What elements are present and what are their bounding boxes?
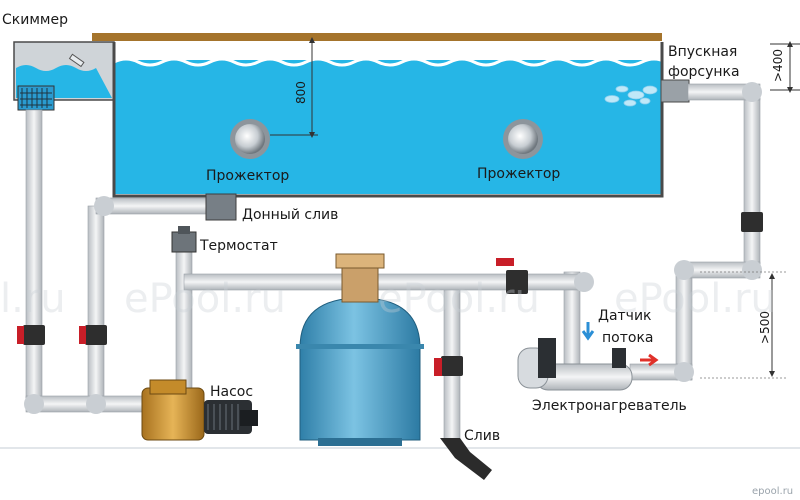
projector-left-label: Прожектор	[206, 168, 289, 184]
return-pipe-upper	[743, 91, 761, 273]
valve-drain	[79, 326, 86, 344]
pool-water	[114, 60, 662, 194]
heater-height-dimension: >500	[700, 271, 788, 379]
depth-dimension: 800	[270, 37, 318, 138]
inlet-label-line1: Впускная	[668, 44, 737, 60]
watermark-mid2: ePool.ru	[378, 276, 540, 322]
skimmer-label: Скиммер	[2, 12, 68, 28]
pool	[13, 33, 667, 198]
projector-right-label: Прожектор	[477, 166, 560, 182]
watermark-corner: epool.ru	[752, 486, 793, 497]
bottom-drain	[205, 193, 237, 221]
inlet-label-line2: форсунка	[668, 64, 740, 80]
electric-heater-label: Электронагреватель	[532, 398, 687, 414]
inlet-nozzle	[660, 79, 690, 103]
watermark-mid1: ePool.ru	[124, 276, 286, 322]
drain-label: Слив	[464, 428, 500, 444]
flow-right-arrow	[640, 353, 659, 367]
bottom-drain-label: Донный слив	[242, 207, 338, 223]
thermostat-pipe	[175, 249, 193, 401]
pool-walls	[112, 42, 664, 198]
inlet-height-value: >400	[771, 49, 785, 82]
pipe-unions	[23, 212, 763, 376]
projector-left	[230, 119, 270, 159]
pool-deck	[92, 33, 662, 41]
flow-sensor-label-line2: потока	[602, 330, 653, 346]
heater-height-value: >500	[758, 311, 772, 344]
watermark-left: l.ru	[0, 276, 66, 322]
water-surface	[113, 57, 667, 67]
electric-heater	[517, 338, 633, 391]
inlet-bubbles	[604, 85, 658, 107]
projector-right	[503, 119, 543, 159]
sand-filter	[296, 253, 424, 446]
drain-pipe-vertical	[87, 205, 105, 411]
skimmer-flap	[68, 53, 85, 68]
valve-filter-drain	[434, 358, 442, 376]
valve-heater-line	[496, 258, 514, 266]
pump-label: Насос	[210, 384, 253, 400]
flow-down-arrow	[581, 322, 595, 341]
drain-outlet	[440, 438, 492, 480]
skimmer-basket	[17, 85, 55, 111]
skimmer-pipe	[25, 109, 43, 411]
inlet-height-dimension: >400	[770, 41, 800, 93]
valve-skimmer	[17, 326, 24, 344]
flow-sensor-label-line1: Датчик	[598, 308, 652, 324]
pump	[141, 379, 258, 441]
thermostat-label: Термостат	[199, 238, 278, 254]
thermostat	[171, 226, 197, 253]
watermark-right: ePool.ru	[614, 276, 776, 322]
depth-value: 800	[294, 81, 308, 104]
